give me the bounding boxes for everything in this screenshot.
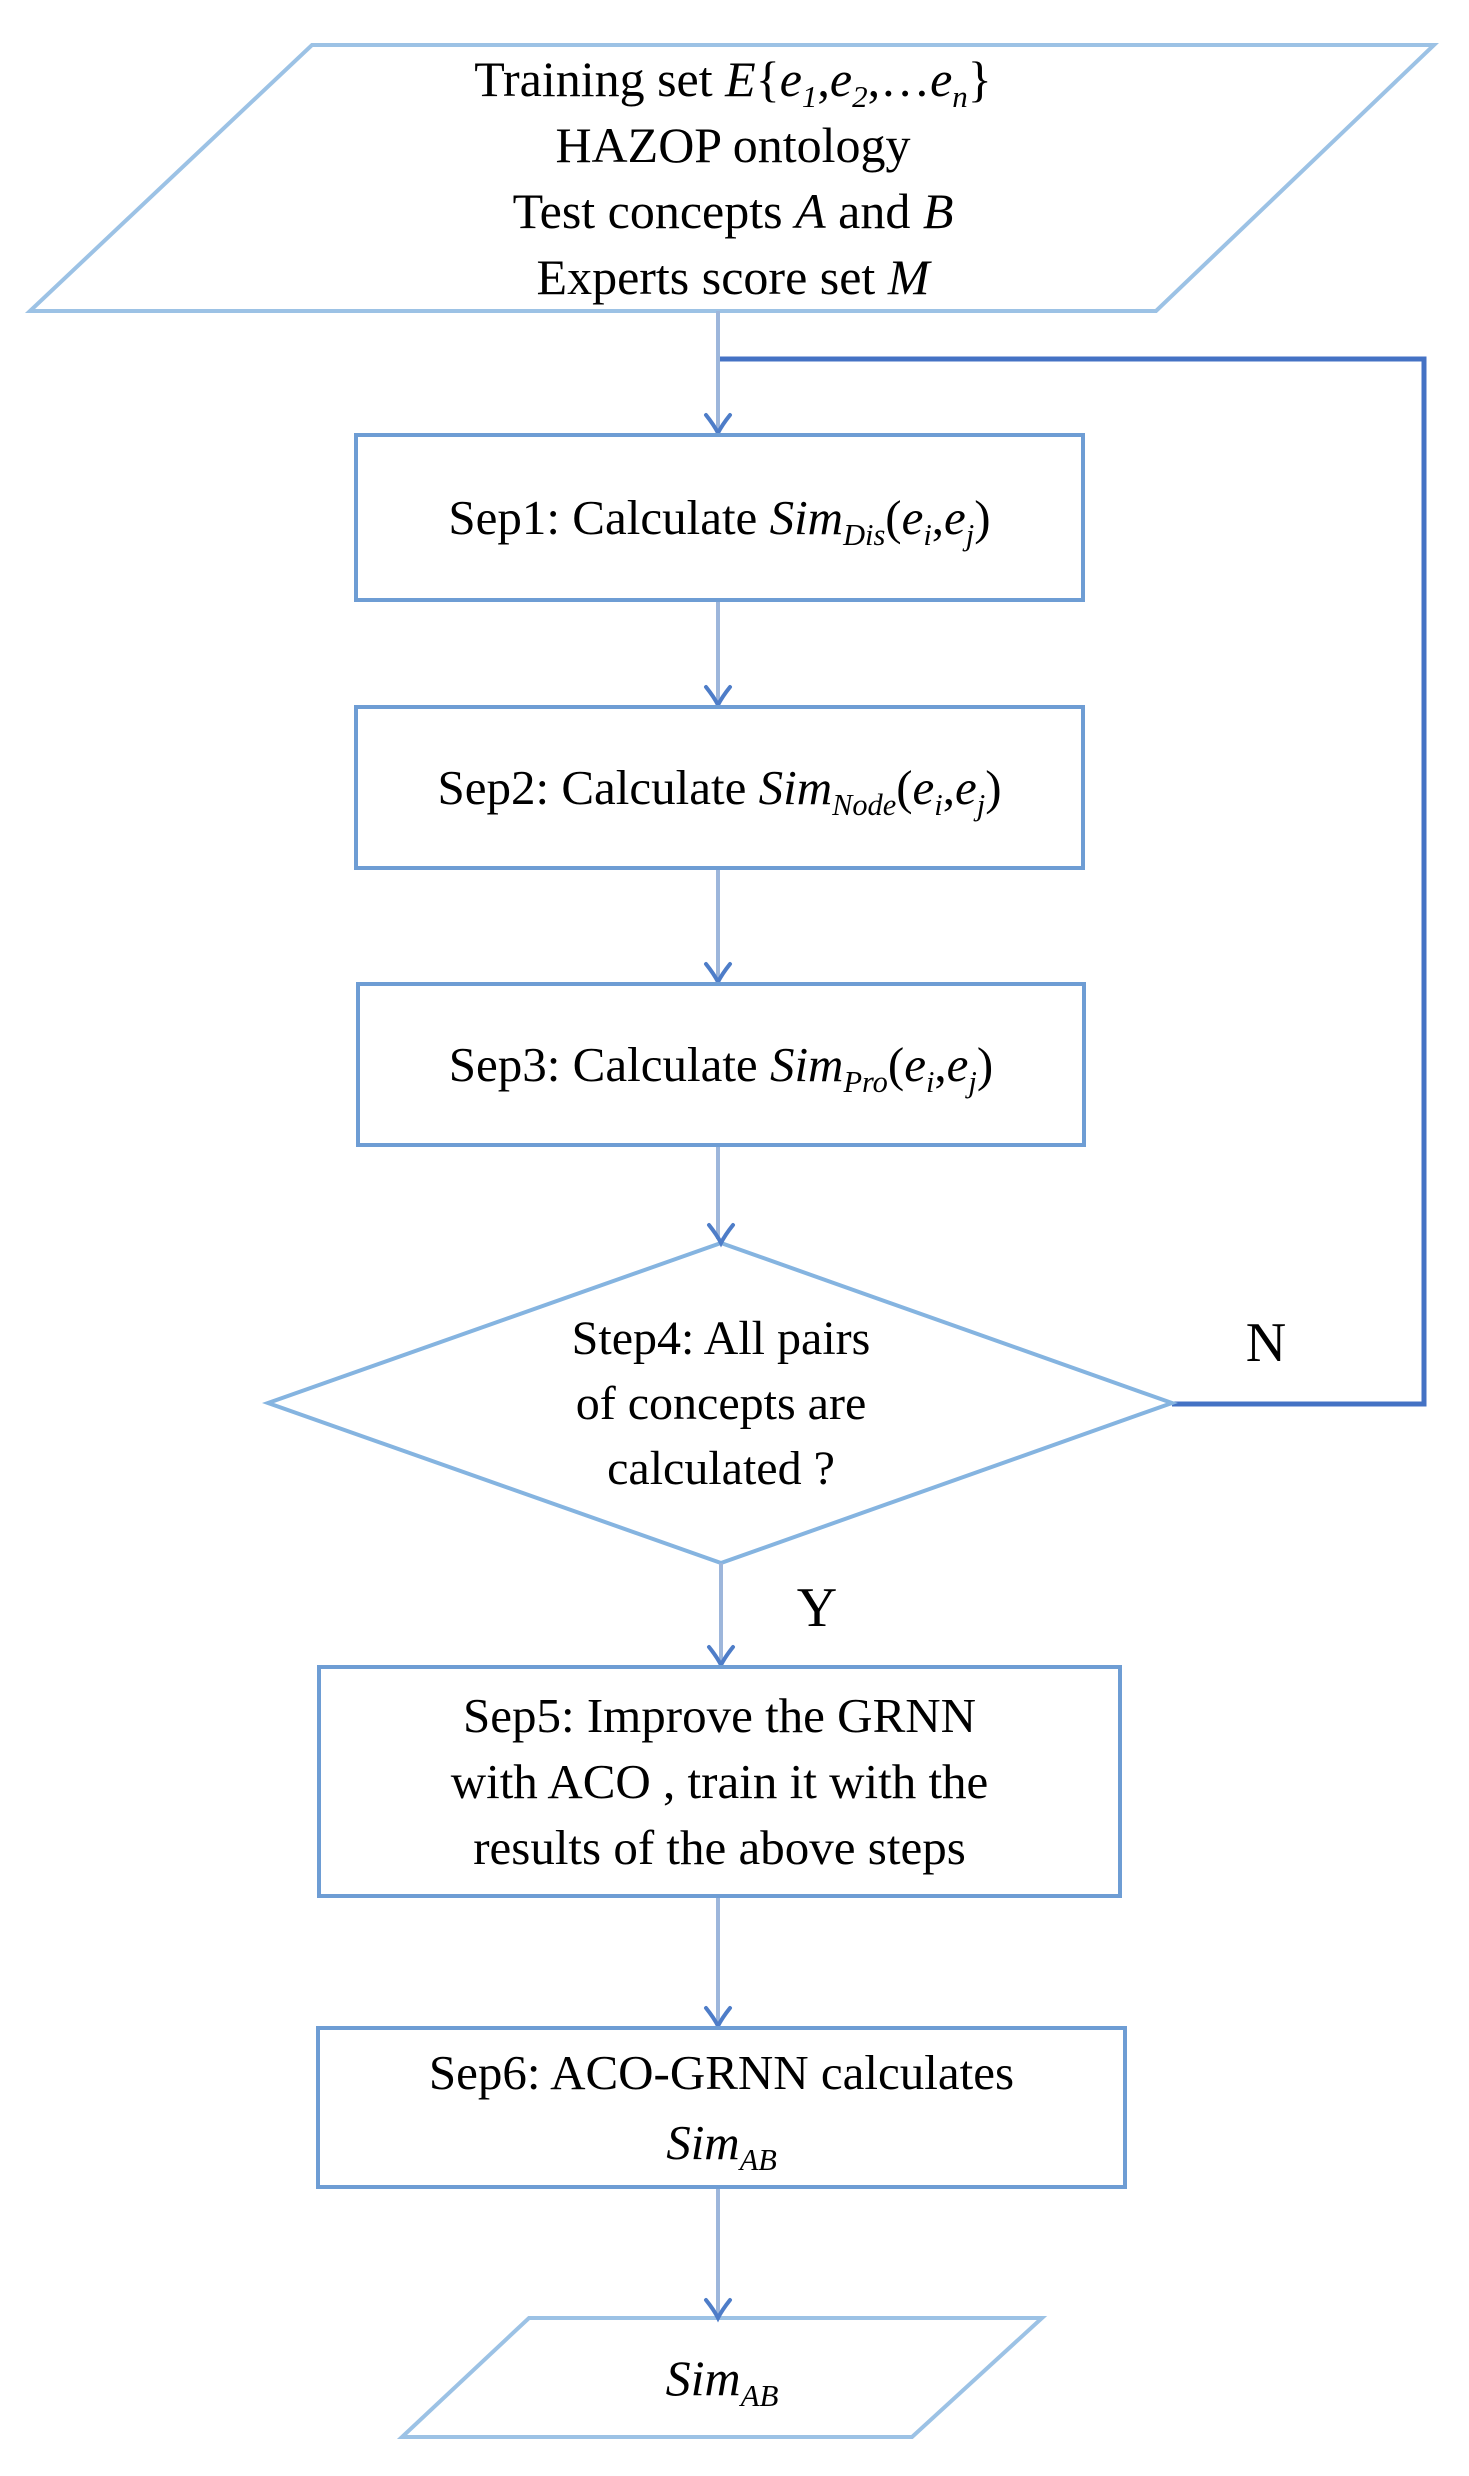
decision-line: of concepts are xyxy=(575,1376,867,1430)
input-line: HAZOP ontology xyxy=(555,117,911,173)
step6-line: Sep6: ACO-GRNN calculates xyxy=(428,2044,1015,2100)
decision-node-text: Step4: All pairs of concepts are calcula… xyxy=(421,1290,1021,1516)
output-label: SimAB xyxy=(665,2349,779,2413)
decision-yes-label: Y xyxy=(796,1577,838,1639)
output-node-text: SimAB xyxy=(422,2318,1022,2437)
input-line: Experts score set M xyxy=(536,249,930,305)
input-line: Training set E{e1,e2,…en} xyxy=(474,51,992,114)
output-parallelogram xyxy=(396,2316,1048,2439)
arrowhead-into-output xyxy=(704,2298,732,2323)
decision-line: Step4: All pairs xyxy=(571,1311,871,1365)
step5-line: results of the above steps xyxy=(473,1819,966,1875)
step3-process-box: Sep3: Calculate SimPro(ei,ej) xyxy=(356,982,1086,1147)
step6-process-box: Sep6: ACO-GRNN calculates SimAB xyxy=(316,2026,1127,2189)
input-parallelogram xyxy=(24,43,1439,313)
step3-label: Sep3: Calculate SimPro(ei,ej) xyxy=(448,1036,994,1099)
step2-label: Sep2: Calculate SimNode(ei,ej) xyxy=(437,759,1002,822)
decision-line: calculated ? xyxy=(607,1441,835,1495)
step2-process-box: Sep2: Calculate SimNode(ei,ej) xyxy=(354,705,1085,870)
feedback-loop-connector xyxy=(718,356,1427,1407)
step5-process-box: Sep5: Improve the GRNN with ACO , train … xyxy=(317,1665,1122,1898)
input-node-text: Training set E{e1,e2,…en} HAZOP ontology… xyxy=(133,45,1333,311)
decision-no-label: N xyxy=(1245,1312,1287,1374)
arrowhead-into-decision xyxy=(707,1223,735,1248)
step5-line: with ACO , train it with the xyxy=(450,1753,989,1809)
step6-line: SimAB xyxy=(666,2114,777,2177)
step1-process-box: Sep1: Calculate SimDis(ei,ej) xyxy=(354,433,1085,602)
input-line: Test concepts A and B xyxy=(512,183,954,239)
step5-line: Sep5: Improve the GRNN xyxy=(462,1687,977,1743)
step1-label: Sep1: Calculate SimDis(ei,ej) xyxy=(448,489,991,552)
